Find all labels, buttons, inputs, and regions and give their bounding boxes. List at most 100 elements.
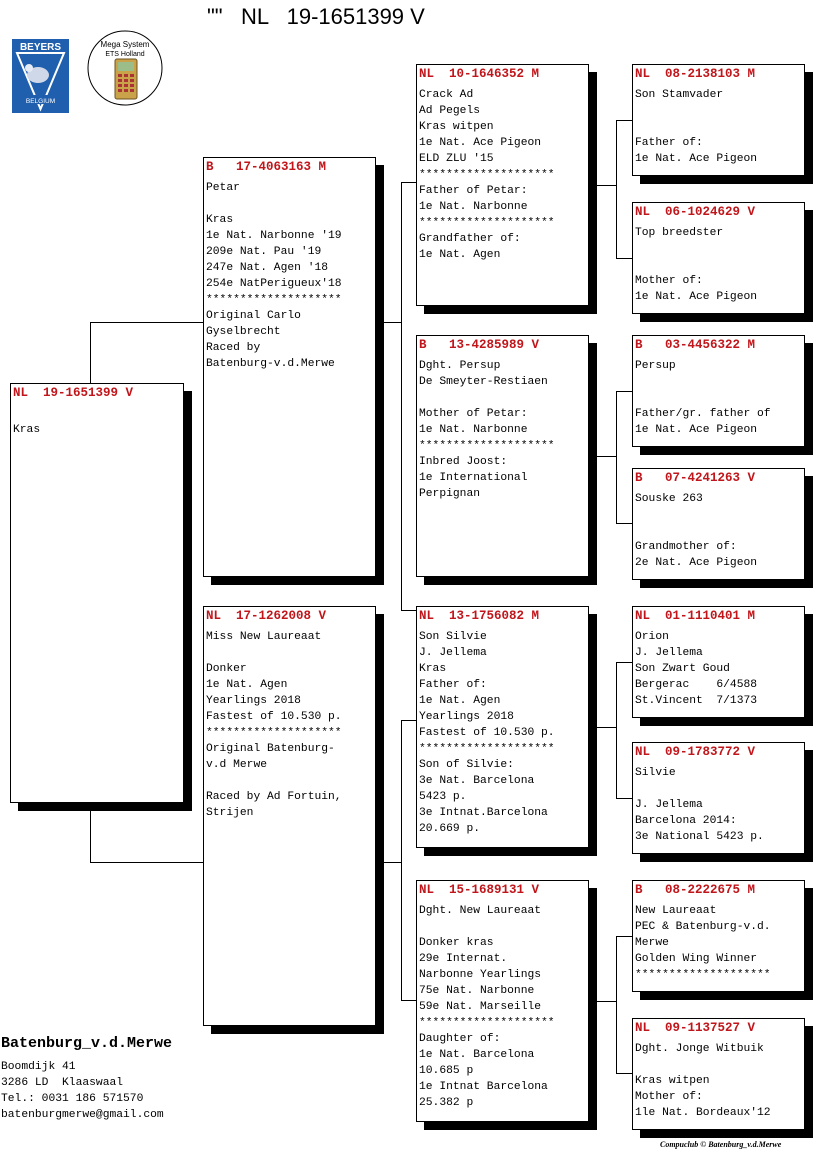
connector-line — [90, 322, 91, 383]
beyers-logo: BEYERS BELGIUM — [12, 39, 69, 113]
card-line: ******************** — [635, 969, 771, 981]
card-line: Original Carlo — [206, 310, 301, 322]
card-line: 1e Nat. Narbonne — [419, 424, 528, 436]
card-line: 2e Nat. Ace Pigeon — [635, 557, 758, 569]
card-line: Raced by Ad Fortuin, — [206, 791, 342, 803]
card-line: Daughter of: — [419, 1033, 501, 1045]
card-line: 1e Nat. Ace Pigeon — [635, 424, 758, 436]
ring-number: NL 09-1137527 V — [635, 1021, 756, 1035]
connector-line — [401, 720, 402, 1001]
ring-number: B 03-4456322 M — [635, 338, 756, 352]
connector-line — [616, 120, 617, 259]
card-line: Top breedster — [635, 227, 724, 239]
connector-line — [616, 936, 632, 937]
card-line: Donker kras — [419, 937, 494, 949]
card-line: Grandfather of: — [419, 233, 521, 245]
card-line: Kras — [419, 663, 447, 675]
connector-line — [90, 862, 203, 863]
card-line: 59e Nat. Marseille — [419, 1001, 542, 1013]
card-line: Mother of Petar: — [419, 408, 528, 420]
card-line — [419, 919, 585, 935]
card-line: ******************** — [419, 440, 555, 452]
card-line: Strijen — [206, 807, 254, 819]
owner-name: Batenburg_v.d.Merwe — [1, 1035, 173, 1052]
owner-block: Batenburg_v.d.Merwe Boomdijk 41 3286 LD … — [1, 1034, 172, 1123]
ring-number: NL 13-1756082 M — [419, 609, 540, 623]
connector-line — [616, 662, 632, 663]
card-line: 1e Nat. Agen — [419, 695, 501, 707]
connector-line — [616, 391, 617, 524]
card-line — [206, 773, 372, 789]
owner-postal: 3286 LD Klaaswaal — [1, 1077, 124, 1089]
ring-number: NL 15-1689131 V — [419, 883, 540, 897]
card-line — [206, 196, 372, 212]
connector-line — [384, 322, 402, 323]
footer-credit: Compuclub © Batenburg_v.d.Merwe — [660, 1140, 782, 1149]
card-line: Raced by — [206, 342, 261, 354]
card-line: Ad Pegels — [419, 105, 481, 117]
card-line: Fastest of 10.530 p. — [419, 727, 555, 739]
card-line: 1e Nat. Narbonne '19 — [206, 230, 342, 242]
mega-logo-line2: ETS Holland — [105, 51, 144, 58]
card-line: 3e Intnat.Barcelona — [419, 807, 548, 819]
card-line: 1e Nat. Ace Pigeon — [635, 153, 758, 165]
page-title: "" NL 19-1651399 V — [207, 4, 425, 29]
card-line: Yearlings 2018 — [206, 695, 301, 707]
card-line: Son Stamvader — [635, 89, 724, 101]
card-line: Father of: — [635, 137, 703, 149]
card-line: ELD ZLU '15 — [419, 153, 494, 165]
card-line: ******************** — [419, 743, 555, 755]
ring-number: NL 09-1783772 V — [635, 745, 756, 759]
card-line: J. Jellema — [635, 799, 703, 811]
card-line: Batenburg-v.d.Merwe — [206, 358, 335, 370]
connector-line — [616, 120, 632, 121]
card-line: 10.685 p — [419, 1065, 474, 1077]
card-line: Son of Silvie: — [419, 759, 514, 771]
card-line: Golden Wing Winner — [635, 953, 758, 965]
card-line: 1le Nat. Bordeaux'12 — [635, 1107, 771, 1119]
connector-line — [616, 662, 617, 799]
card-line: ******************** — [206, 727, 342, 739]
connector-line — [597, 727, 617, 728]
card-line: Silvie — [635, 767, 676, 779]
connector-line — [616, 523, 632, 524]
card-line: Kras — [206, 214, 234, 226]
card-line: 1e Nat. Ace Pigeon — [635, 291, 758, 303]
card-line: Kras — [13, 424, 41, 436]
card-line: Original Batenburg- — [206, 743, 335, 755]
card-line: 1e Nat. Narbonne — [419, 201, 528, 213]
card-line: 1e Intnat Barcelona — [419, 1081, 548, 1093]
mega-logo-line1: Mega System — [101, 40, 150, 49]
card-line: Barcelona 2014: — [635, 815, 737, 827]
card-line: ******************** — [419, 217, 555, 229]
card-line: J. Jellema — [419, 647, 487, 659]
card-line — [635, 119, 801, 135]
card-line — [635, 1057, 801, 1073]
card-line: Miss New Laureaat — [206, 631, 322, 643]
card-line: Orion — [635, 631, 669, 643]
connector-line — [616, 936, 617, 1074]
ring-number: NL 19-1651399 V — [13, 386, 134, 400]
card-line: 247e Nat. Agen '18 — [206, 262, 329, 274]
connector-line — [401, 720, 416, 721]
card-line: 3e Nat. Barcelona — [419, 775, 535, 787]
card-line — [635, 103, 801, 119]
owner-email: batenburgmerwe@gmail.com — [1, 1109, 164, 1121]
card-line: PEC & Batenburg-v.d. — [635, 921, 771, 933]
card-line — [206, 645, 372, 661]
ring-number: NL 06-1024629 V — [635, 205, 756, 219]
mega-system-logo: Mega System ETS Holland — [87, 30, 163, 106]
card-line: ******************** — [206, 294, 342, 306]
card-line: Kras witpen — [635, 1075, 710, 1087]
card-line — [635, 257, 801, 273]
connector-line — [401, 182, 416, 183]
beyers-logo-name: BEYERS — [20, 42, 61, 53]
